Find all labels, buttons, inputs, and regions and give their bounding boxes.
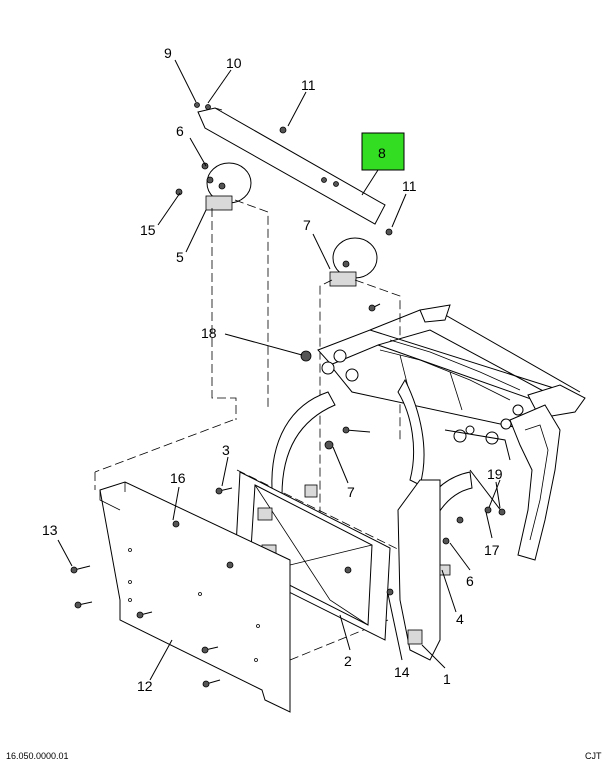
leader-lines [57, 59, 501, 681]
callout-6-top: 6 [176, 123, 184, 139]
callout-14: 14 [394, 664, 410, 680]
callout-5: 5 [176, 249, 184, 265]
lower-plate [99, 481, 291, 713]
callout-7-top: 7 [303, 217, 311, 233]
fasteners [70, 176, 506, 688]
callout-labels: 9 10 11 8 6 11 15 5 7 18 3 16 7 19 13 17… [42, 45, 503, 694]
callout-4: 4 [456, 611, 464, 627]
callout-6-right: 6 [466, 573, 474, 589]
callout-18: 18 [201, 325, 217, 341]
figure-reference: 16.050.0000.01 [6, 751, 69, 761]
callout-8: 8 [378, 145, 386, 161]
callout-11-top: 11 [301, 77, 316, 93]
callout-15: 15 [140, 222, 156, 238]
callout-13: 13 [42, 522, 58, 538]
callout-10: 10 [226, 55, 242, 71]
callout-12: 12 [137, 678, 153, 694]
callout-11-right: 11 [402, 178, 417, 194]
callout-2: 2 [344, 653, 352, 669]
callout-3: 3 [222, 442, 230, 458]
callout-9: 9 [164, 45, 172, 61]
assembly-guide-lines [94, 199, 421, 661]
figure-code: CJT [585, 751, 602, 761]
callout-17: 17 [484, 542, 500, 558]
callout-1: 1 [443, 671, 451, 687]
top-crossbar [175, 102, 393, 287]
callout-16: 16 [170, 470, 186, 486]
frame-panel [234, 471, 391, 641]
callout-7-mid: 7 [347, 484, 355, 500]
callout-19: 19 [487, 466, 503, 482]
highlight-box [361, 132, 405, 171]
curved-brackets [271, 378, 473, 661]
upper-frame [317, 304, 586, 561]
